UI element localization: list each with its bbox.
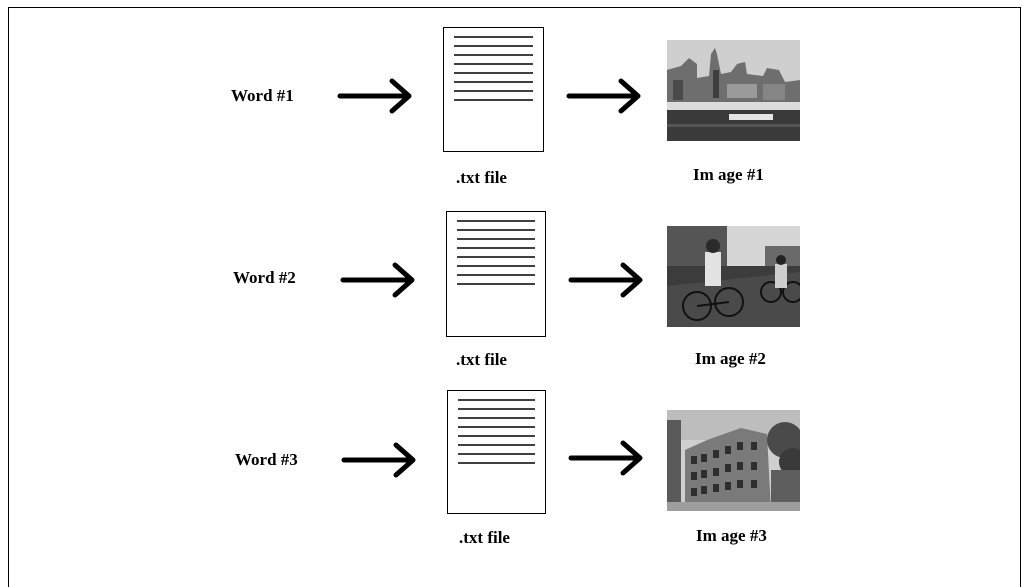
word-label-3: Word #3 (235, 450, 298, 469)
image-3-building-photo (667, 410, 800, 511)
txt-file-document-2 (446, 211, 546, 337)
arrow-word-to-file-1 (337, 78, 415, 114)
diagram-frame (8, 7, 1021, 587)
document-lines-icon (457, 220, 535, 285)
txt-file-label-3: .txt file (459, 528, 510, 547)
arrow-file-to-image-1 (566, 78, 644, 114)
image-label-2: Im age #2 (695, 349, 766, 368)
arrow-file-to-image-3 (568, 440, 646, 476)
image-label-3: Im age #3 (696, 526, 767, 545)
arrow-word-to-file-3 (341, 442, 419, 478)
document-lines-icon (454, 36, 533, 101)
image-2-cyclists-photo (667, 226, 800, 327)
txt-file-document-1 (443, 27, 544, 152)
image-label-1: Im age #1 (693, 165, 764, 184)
word-label-2: Word #2 (233, 268, 296, 287)
txt-file-label-2: .txt file (456, 350, 507, 369)
txt-file-label-1: .txt file (456, 168, 507, 187)
arrow-word-to-file-2 (340, 262, 418, 298)
image-1-harbor-photo (667, 40, 800, 141)
document-lines-icon (458, 399, 535, 464)
txt-file-document-3 (447, 390, 546, 514)
arrow-file-to-image-2 (568, 262, 646, 298)
word-label-1: Word #1 (231, 86, 294, 105)
